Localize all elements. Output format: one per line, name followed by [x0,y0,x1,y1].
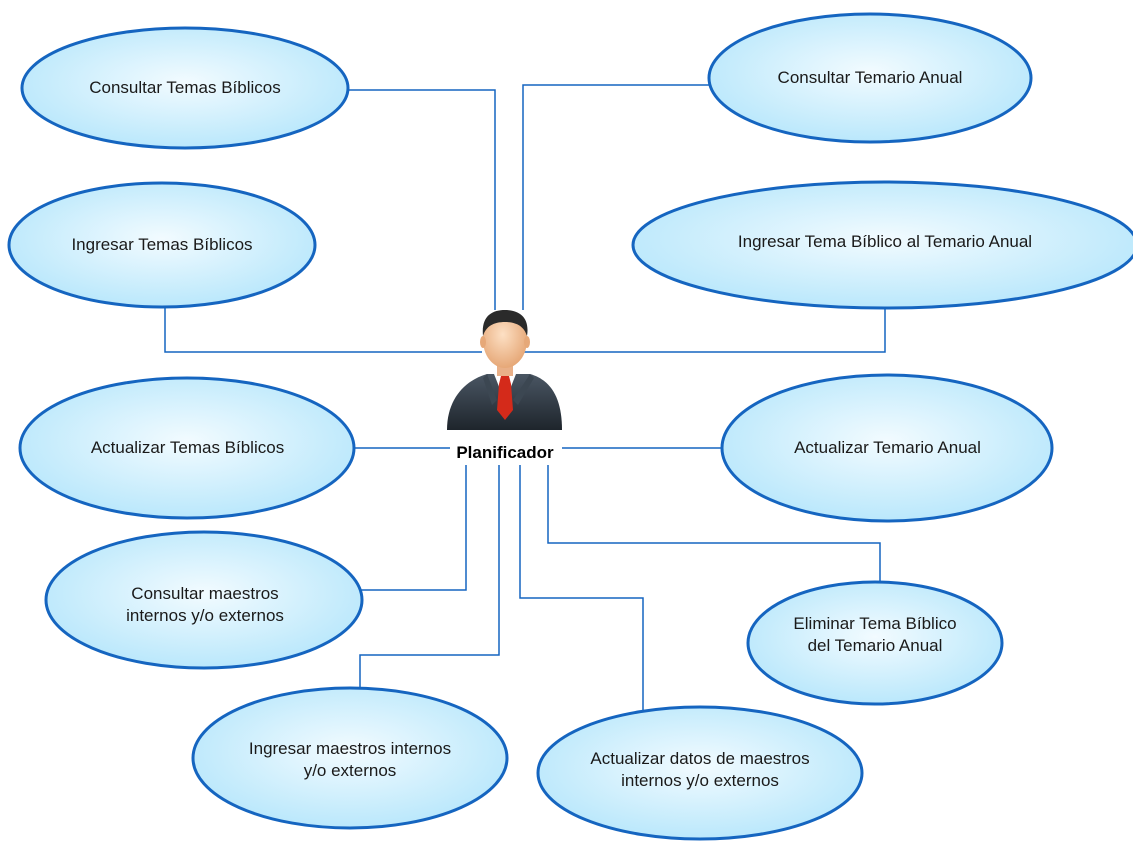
use-cases [7,12,1133,841]
use-case-actualizar-temario-anual[interactable] [720,373,1054,523]
connector-uc5 [359,465,500,688]
use-case-actualizar-temas-biblicos[interactable] [18,376,356,520]
connector-uc7 [547,465,881,585]
use-case-ingresar-temas-biblicos[interactable] [7,181,317,309]
use-case-actualizar-datos-maestros[interactable] [536,705,864,841]
connector-uc1 [345,89,496,310]
connector-uc2 [164,305,482,353]
use-case-consultar-temario-anual[interactable] [707,12,1033,144]
connector-uc10 [522,84,710,310]
use-case-eliminar-tema-biblico[interactable] [746,580,1004,706]
actor-label: Planificador [456,443,554,462]
use-case-ingresar-maestros[interactable] [191,686,509,830]
connector-uc6 [519,465,644,712]
connector-uc9 [523,305,886,353]
use-case-ingresar-tema-al-temario[interactable] [631,180,1133,310]
connectors [164,84,886,712]
connector-uc4 [352,465,467,591]
businessman-icon [447,310,562,430]
use-case-consultar-maestros[interactable] [44,530,364,670]
use-case-consultar-temas-biblicos[interactable] [20,26,350,150]
